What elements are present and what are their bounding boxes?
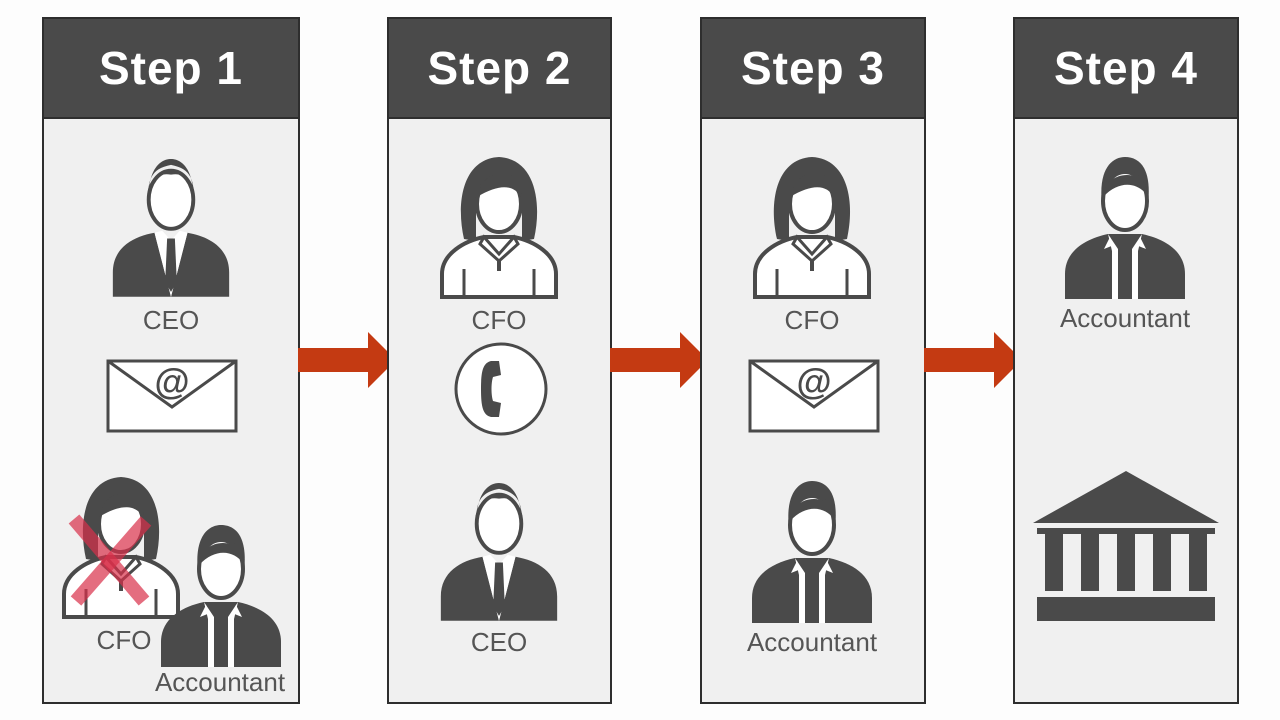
step-2-panel: Step 2 CFO CEO [387,17,612,704]
female-person-icon [434,149,564,299]
male-worker-icon [156,517,286,667]
step-4-accountant-label: Accountant [1059,303,1191,333]
step-3-accountant-label: Accountant [746,627,878,657]
email-envelope-icon [106,359,238,433]
cross-mark-icon [68,514,152,606]
step-2-title: Step 2 [427,42,572,94]
step-2-cfo-label: CFO [471,305,527,335]
male-executive-icon [436,473,562,623]
step-2-ceo-label: CEO [470,627,528,657]
male-worker-icon [1060,149,1190,299]
step-3-panel: Step 3 CFO Accountant [700,17,926,704]
right-arrow-icon [610,332,710,393]
step-3-cfo-label: CFO [784,305,840,335]
email-envelope-icon [748,359,880,433]
step-4-header: Step 4 [1015,19,1237,119]
step-3-title: Step 3 [740,42,886,94]
female-person-crossed-out-icon [56,469,186,619]
male-executive-icon [108,149,234,299]
step-1-ceo-label: CEO [142,305,200,335]
step-4-title: Step 4 [1053,42,1199,94]
step-1-cfo-label: CFO [96,625,152,655]
male-worker-icon [747,473,877,623]
step-1-panel: Step 1 CEO CFO Accountant [42,17,300,704]
step-1-accountant-label: Accountant [154,667,286,697]
step-1-title: Step 1 [98,42,244,94]
right-arrow-icon [924,332,1024,393]
phone-call-icon [453,341,549,437]
step-4-panel: Step 4 Accountant [1013,17,1239,704]
female-person-icon [747,149,877,299]
step-3-header: Step 3 [702,19,924,119]
step-1-header: Step 1 [44,19,298,119]
step-2-header: Step 2 [389,19,610,119]
right-arrow-icon [298,332,398,393]
bank-building-icon [1031,471,1221,623]
